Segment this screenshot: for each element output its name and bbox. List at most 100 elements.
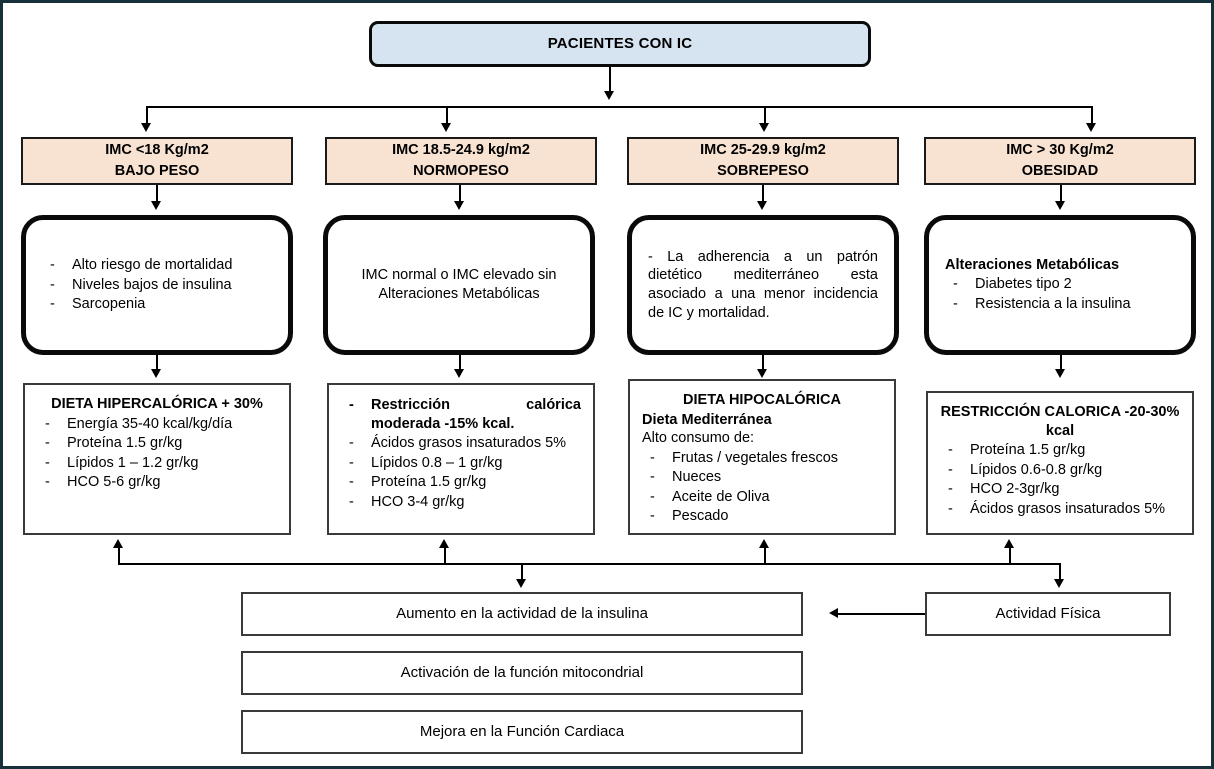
connector-line xyxy=(444,548,446,564)
arrow-down-icon xyxy=(141,123,151,132)
diet-intro: Alto consumo de: xyxy=(642,430,755,447)
node-outcome-insulina: Aumento en la actividad de la insulina xyxy=(241,592,803,636)
outcome-label: Mejora en la Función Cardiaca xyxy=(419,723,625,741)
connector-line xyxy=(1060,355,1062,375)
activity-label: Actividad Física xyxy=(995,605,1101,623)
list-item: HCO 2-3gr/kg xyxy=(940,480,1180,499)
arrow-down-icon xyxy=(759,123,769,132)
node-outcome-cardiaca: Mejora en la Función Cardiaca xyxy=(241,710,803,754)
category-line2: BAJO PESO xyxy=(114,163,200,179)
node-label: PACIENTES CON IC xyxy=(547,35,693,53)
connector-line xyxy=(156,185,158,207)
list-item: Proteína 1.5 gr/kg xyxy=(940,441,1180,460)
connector-line xyxy=(1059,563,1061,583)
arrow-down-icon xyxy=(757,201,767,210)
connector-line xyxy=(446,106,448,128)
list-item: Ácidos grasos insaturados 5% xyxy=(341,434,581,453)
category-line1: IMC <18 Kg/m2 xyxy=(105,142,209,159)
category-line2: OBESIDAD xyxy=(1021,163,1099,179)
list-item: Diabetes tipo 2 xyxy=(945,275,1175,294)
arrow-down-icon xyxy=(151,369,161,378)
node-desc-bajo-peso: Alto riesgo de mortalidad Niveles bajos … xyxy=(21,215,293,355)
arrow-down-icon xyxy=(757,369,767,378)
list-item: Lípidos 0.8 – 1 gr/kg xyxy=(341,454,581,473)
list-item: HCO 3-4 gr/kg xyxy=(341,493,581,512)
connector-line xyxy=(521,563,523,583)
diet-heading: RESTRICCIÓN CALORICA -20-30% kcal xyxy=(940,404,1180,439)
category-line1: IMC > 30 Kg/m2 xyxy=(1006,142,1114,159)
connector-bus-feedback xyxy=(118,563,1061,565)
list-item: Proteína 1.5 gr/kg xyxy=(341,473,581,492)
diet-bullet-list: Energía 35-40 kcal/kg/día Proteína 1.5 g… xyxy=(37,415,277,492)
diet-subheading: Dieta Mediterránea xyxy=(642,411,772,428)
list-item: Nueces xyxy=(642,468,882,487)
arrow-down-icon xyxy=(454,201,464,210)
desc-line2: Alteraciones Metabólicas xyxy=(378,286,540,302)
connector-line xyxy=(764,106,766,128)
node-desc-normopeso: IMC normal o IMC elevado sin Alteracione… xyxy=(323,215,595,355)
desc-bullet-list: Diabetes tipo 2 Resistencia a la insulin… xyxy=(945,274,1175,314)
node-diet-hipocalorica: DIETA HIPOCALÓRICA Dieta Mediterránea Al… xyxy=(628,379,896,535)
node-desc-obesidad: Alteraciones Metabólicas Diabetes tipo 2… xyxy=(924,215,1196,355)
category-line2: SOBREPESO xyxy=(717,163,809,179)
list-item: Alto riesgo de mortalidad xyxy=(42,256,272,275)
connector-line xyxy=(156,355,158,375)
connector-line xyxy=(762,185,764,207)
connector-line xyxy=(1009,548,1011,564)
list-item: Energía 35-40 kcal/kg/día xyxy=(37,415,277,434)
desc-line1: IMC normal o IMC elevado sin xyxy=(361,267,557,284)
arrow-down-icon xyxy=(1086,123,1096,132)
connector-line xyxy=(762,355,764,375)
list-item: Niveles bajos de insulina xyxy=(42,276,272,295)
arrow-down-icon xyxy=(151,201,161,210)
arrow-down-icon xyxy=(516,579,526,588)
list-item: Ácidos grasos insaturados 5% xyxy=(940,500,1180,519)
arrow-up-icon xyxy=(113,539,123,548)
list-item: Aceite de Oliva xyxy=(642,488,882,507)
desc-paragraph: - La adherencia a un patrón dietético me… xyxy=(648,248,878,321)
connector-line xyxy=(459,185,461,207)
connector-line xyxy=(609,67,611,95)
node-pacientes-con-ic: PACIENTES CON IC xyxy=(369,21,871,67)
list-item: Resistencia a la insulina xyxy=(945,295,1175,314)
arrow-down-icon xyxy=(1054,579,1064,588)
outcome-label: Aumento en la actividad de la insulina xyxy=(396,605,648,623)
diet-bullet-list: Frutas / vegetales frescos Nueces Aceite… xyxy=(642,449,882,526)
node-desc-sobrepeso: - La adherencia a un patrón dietético me… xyxy=(627,215,899,355)
list-item-bold: Restricción calórica moderada -15% kcal. xyxy=(341,396,581,433)
list-item: Lípidos 1 – 1.2 gr/kg xyxy=(37,454,277,473)
arrow-down-icon xyxy=(1055,369,1065,378)
category-line1: IMC 18.5-24.9 kg/m2 xyxy=(392,142,530,159)
arrow-down-icon xyxy=(1055,201,1065,210)
node-diet-hipercalorica: DIETA HIPERCALÓRICA + 30% Energía 35-40 … xyxy=(23,383,291,535)
arrow-down-icon xyxy=(604,91,614,100)
connector-bus xyxy=(146,106,1092,108)
desc-heading: Alteraciones Metabólicas xyxy=(945,256,1120,273)
connector-line xyxy=(1060,185,1062,207)
category-line1: IMC 25-29.9 kg/m2 xyxy=(700,142,826,159)
list-item: Proteína 1.5 gr/kg xyxy=(37,434,277,453)
diet-heading: DIETA HIPERCALÓRICA + 30% xyxy=(51,396,263,412)
node-actividad-fisica: Actividad Física xyxy=(925,592,1171,636)
connector-line xyxy=(118,548,120,564)
category-line2: NORMOPESO xyxy=(413,163,509,179)
node-diet-restriccion-moderada: Restricción calórica moderada -15% kcal.… xyxy=(327,383,595,535)
list-item: Sarcopenia xyxy=(42,295,272,314)
arrow-down-icon xyxy=(441,123,451,132)
arrow-up-icon xyxy=(439,539,449,548)
list-item: Frutas / vegetales frescos xyxy=(642,449,882,468)
connector-line xyxy=(459,355,461,375)
node-category-bajo-peso: IMC <18 Kg/m2 BAJO PESO xyxy=(21,137,293,185)
node-category-obesidad: IMC > 30 Kg/m2 OBESIDAD xyxy=(924,137,1196,185)
desc-bullet-list: Alto riesgo de mortalidad Niveles bajos … xyxy=(42,255,272,315)
node-outcome-mitocondrial: Activación de la función mitocondrial xyxy=(241,651,803,695)
arrow-down-icon xyxy=(454,369,464,378)
diet-bullet-list: Restricción calórica moderada -15% kcal.… xyxy=(341,396,581,511)
outcome-label: Activación de la función mitocondrial xyxy=(400,664,644,682)
list-item: HCO 5-6 gr/kg xyxy=(37,473,277,492)
arrow-up-icon xyxy=(759,539,769,548)
arrow-left-icon xyxy=(829,608,838,618)
diet-heading: DIETA HIPOCALÓRICA xyxy=(683,392,841,408)
node-category-normopeso: IMC 18.5-24.9 kg/m2 NORMOPESO xyxy=(325,137,597,185)
